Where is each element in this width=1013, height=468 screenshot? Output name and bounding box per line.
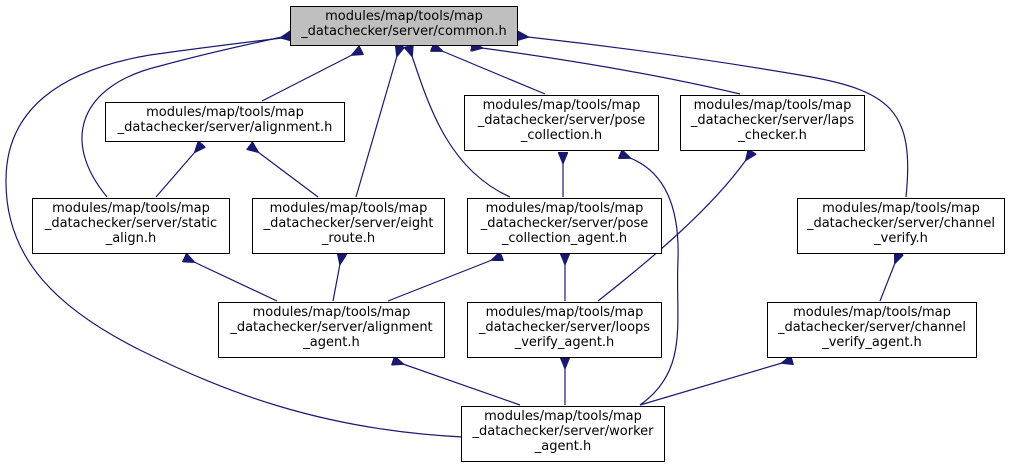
node-line: _datachecker/server/loops: [478, 320, 651, 335]
node-worker-agent-h[interactable]: modules/map/tools/map _datachecker/serve…: [461, 406, 665, 462]
node-line: modules/map/tools/map: [252, 305, 411, 320]
node-line: modules/map/tools/map: [793, 305, 951, 320]
node-line: modules/map/tools/map: [693, 98, 852, 113]
node-laps-checker-h[interactable]: modules/map/tools/map _datachecker/serve…: [680, 95, 865, 151]
node-static-align-h[interactable]: modules/map/tools/map _datachecker/serve…: [32, 198, 230, 254]
node-line: _verify.h: [874, 231, 928, 246]
node-line: _datachecker/server/pose: [480, 216, 649, 231]
node-line: modules/map/tools/map: [146, 105, 304, 120]
edge-loops-verify-agent-to-laps-checker: [597, 160, 746, 302]
node-line: modules/map/tools/map: [482, 98, 641, 113]
edge-eight-route-to-alignment: [258, 152, 319, 198]
node-line: _align.h: [105, 231, 157, 246]
node-line: modules/map/tools/map: [484, 409, 642, 424]
node-line: _collection_agent.h: [501, 231, 628, 246]
edge-worker-agent-to-common: [5, 38, 464, 438]
edges-layer: [5, 37, 909, 438]
edge-eight-route-to-common: [355, 56, 397, 198]
node-line: modules/map/tools/map: [822, 201, 980, 216]
node-line: _agent.h: [303, 335, 360, 350]
edge-alignment-agent-to-eight-route: [332, 264, 340, 302]
node-line: _datachecker/server/alignment: [230, 320, 433, 335]
node-pose-collection-agent-h[interactable]: modules/map/tools/map _datachecker/serve…: [467, 198, 662, 254]
edge-alignment-to-common: [261, 55, 352, 102]
node-channel-verify-h[interactable]: modules/map/tools/map _datachecker/serve…: [797, 198, 1005, 254]
edge-pose-collection-to-common: [442, 51, 546, 95]
node-line: _checker.h: [738, 128, 807, 143]
node-eight-route-h[interactable]: modules/map/tools/map _datachecker/serve…: [252, 198, 445, 254]
edge-channel-verify-to-common: [528, 37, 909, 198]
edge-static-align-to-common: [81, 37, 282, 198]
edge-worker-agent-to-alignment-agent: [403, 364, 521, 406]
node-common-h[interactable]: modules/map/tools/map _datachecker/serve…: [290, 6, 518, 46]
node-line: _collection.h: [520, 128, 603, 143]
node-alignment-agent-h[interactable]: modules/map/tools/map _datachecker/serve…: [218, 302, 445, 358]
node-line: _datachecker/server/channel: [806, 216, 996, 231]
node-line: modules/map/tools/map: [485, 201, 644, 216]
node-line: _agent.h: [534, 439, 592, 454]
node-line: _datachecker/server/static: [44, 216, 218, 231]
node-alignment-h[interactable]: modules/map/tools/map _datachecker/serve…: [105, 102, 345, 142]
edge-pose-collection-agent-to-common: [412, 56, 511, 198]
node-pose-collection-h[interactable]: modules/map/tools/map _datachecker/serve…: [464, 95, 659, 151]
node-line: modules/map/tools/map: [485, 305, 644, 320]
node-line: _datachecker/server/channel: [777, 320, 967, 335]
node-line: _datachecker/server/common.h: [301, 24, 507, 39]
node-line: modules/map/tools/map: [52, 201, 210, 216]
node-channel-verify-agent-h[interactable]: modules/map/tools/map _datachecker/serve…: [767, 302, 977, 358]
edge-worker-agent-to-channel-verify-agent: [639, 363, 782, 406]
node-line: _datachecker/server/pose: [477, 113, 646, 128]
edge-laps-checker-to-common: [482, 48, 741, 95]
node-line: modules/map/tools/map: [269, 201, 428, 216]
node-line: _datachecker/server/alignment.h: [117, 120, 333, 135]
node-line: _route.h: [321, 231, 376, 246]
node-line: _datachecker/server/worker: [472, 424, 654, 439]
node-line: _verify_agent.h: [514, 335, 615, 350]
node-line: _datachecker/server/laps: [690, 113, 855, 128]
edge-worker-agent-to-pose-collection: [630, 158, 679, 406]
edge-alignment-agent-to-pose-collection-agent: [387, 260, 492, 302]
edge-static-align-to-alignment: [155, 152, 195, 198]
node-line: _datachecker/server/eight: [263, 216, 434, 231]
node-line: _verify_agent.h: [822, 335, 922, 350]
edge-channel-verify-agent-to-channel-verify: [879, 263, 895, 302]
node-loops-verify-agent-h[interactable]: modules/map/tools/map _datachecker/serve…: [467, 302, 662, 358]
edge-alignment-agent-to-static-align: [194, 262, 278, 302]
node-line: modules/map/tools/map: [325, 9, 483, 24]
